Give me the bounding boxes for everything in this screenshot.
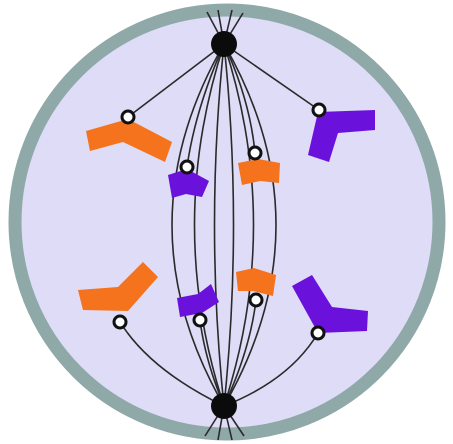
spindle-pole-bottom bbox=[211, 393, 237, 419]
centromere bbox=[312, 327, 324, 339]
centromere bbox=[122, 111, 134, 123]
centromere bbox=[313, 104, 325, 116]
spindle-pole-top bbox=[211, 31, 237, 57]
centromere bbox=[181, 161, 193, 173]
centromere bbox=[114, 316, 126, 328]
centromere bbox=[250, 294, 262, 306]
centromere bbox=[194, 314, 206, 326]
centromere bbox=[249, 147, 261, 159]
orange-chromatid bbox=[238, 159, 280, 185]
